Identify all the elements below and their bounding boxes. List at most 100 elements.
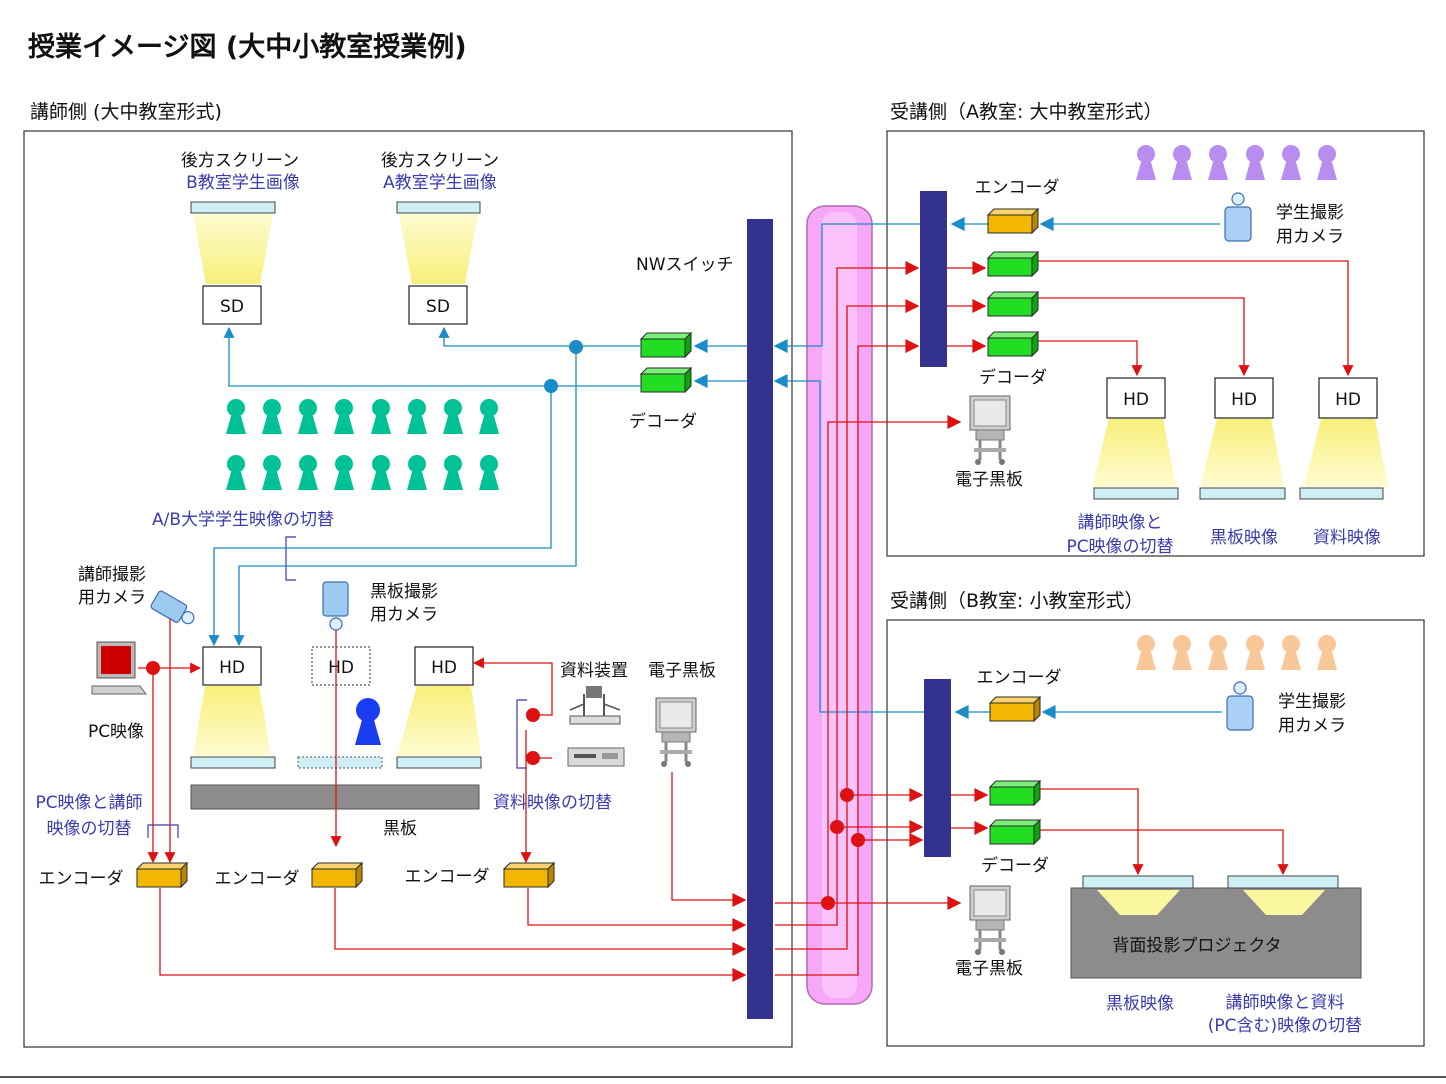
room-b-camera-label-2: 用カメラ bbox=[1278, 716, 1346, 736]
hd-projector-docs: HD bbox=[396, 646, 482, 769]
video-deck-icon bbox=[567, 747, 625, 767]
room-b-switch bbox=[924, 679, 951, 857]
svg-text:HD: HD bbox=[1335, 390, 1361, 410]
svg-text:HD: HD bbox=[1123, 390, 1149, 410]
rear-screen-a-sub: A教室学生画像 bbox=[383, 173, 497, 193]
room-a-caption-1a: 講師映像と bbox=[1078, 513, 1163, 533]
room-a-projector-3: HD bbox=[1299, 377, 1388, 500]
decoder-left-1 bbox=[640, 332, 692, 358]
rear-screen-b-sub: B教室学生画像 bbox=[186, 173, 300, 193]
blue-video-lines-rooms bbox=[773, 217, 1222, 719]
rear-projector-cabinet bbox=[1070, 875, 1362, 979]
pc-lecturer-bracket bbox=[147, 824, 179, 838]
rear-screen-b-title: 後方スクリーン bbox=[181, 151, 299, 171]
room-b-caption-2a: 講師映像と資料 bbox=[1226, 993, 1345, 1013]
nw-switch bbox=[747, 219, 773, 1019]
room-a-projector-1: HD bbox=[1092, 377, 1179, 500]
room-a-caption-2: 黒板映像 bbox=[1210, 528, 1278, 548]
svg-text:SD: SD bbox=[220, 297, 244, 317]
pc-lecturer-switch-label-2: 映像の切替 bbox=[47, 819, 132, 839]
eboard-left-label: 電子黒板 bbox=[648, 661, 716, 681]
room-a-frame bbox=[886, 130, 1425, 557]
room-b-caption-2b: (PC含む)映像の切替 bbox=[1208, 1016, 1362, 1036]
room-b-decoder-label: デコーダ bbox=[981, 855, 1049, 876]
room-a-heading: 受講側（A教室: 大中教室形式） bbox=[890, 101, 1162, 123]
lecturer-figure bbox=[355, 698, 381, 745]
encoder-left-1-label: エンコーダ bbox=[39, 869, 124, 889]
hd-projector-board: HD bbox=[297, 646, 383, 769]
room-b-decoder-1 bbox=[989, 780, 1041, 806]
doc-switch-bracket bbox=[516, 699, 527, 769]
instructor-side-heading: 講師側 (大中教室形式) bbox=[30, 101, 222, 123]
lecturer-camera-label-1: 講師撮影 bbox=[78, 565, 146, 585]
svg-text:HD: HD bbox=[219, 658, 245, 678]
room-a-decoder-1 bbox=[987, 251, 1039, 277]
room-a-encoder-label: エンコーダ bbox=[975, 178, 1060, 198]
red-video-lines-rooms bbox=[775, 260, 1354, 976]
hd-projector-lecturer: HD bbox=[190, 646, 276, 769]
encoder-left-2 bbox=[311, 862, 363, 888]
room-a-eboard-icon bbox=[968, 394, 1012, 467]
room-b-frame bbox=[886, 619, 1425, 1047]
room-a-decoder-3 bbox=[987, 331, 1039, 357]
svg-text:HD: HD bbox=[1231, 390, 1257, 410]
svg-text:HD: HD bbox=[328, 658, 354, 678]
students-room-a bbox=[1136, 145, 1337, 180]
rear-screen-a-title: 後方スクリーン bbox=[381, 151, 499, 171]
room-b-heading: 受講側（B教室: 小教室形式） bbox=[890, 590, 1143, 612]
room-b-camera-label-1: 学生撮影 bbox=[1278, 692, 1346, 712]
instructor-side-frame bbox=[23, 130, 793, 1048]
sd-display-b bbox=[202, 285, 262, 325]
lecturer-camera-label-2: 用カメラ bbox=[78, 588, 146, 608]
rear-projector-label: 背面投影プロジェクタ bbox=[1112, 936, 1281, 956]
room-b-student-camera bbox=[1226, 681, 1254, 731]
blackboard bbox=[190, 784, 480, 810]
doc-switch-label: 資料映像の切替 bbox=[493, 793, 612, 813]
svg-text:SD: SD bbox=[426, 297, 450, 317]
room-b-decoder-2 bbox=[989, 819, 1041, 845]
pc-monitor-icon bbox=[91, 641, 147, 695]
room-a-encoder bbox=[987, 208, 1039, 234]
students-room-b bbox=[1136, 635, 1337, 670]
encoder-left-1 bbox=[136, 862, 188, 888]
room-a-switch bbox=[920, 191, 947, 367]
sd-display-a bbox=[408, 285, 468, 325]
room-b-encoder bbox=[989, 696, 1041, 722]
room-b-eboard-label: 電子黒板 bbox=[955, 959, 1023, 979]
nw-switch-label: NWスイッチ bbox=[636, 255, 734, 275]
room-a-camera-label-2: 用カメラ bbox=[1276, 227, 1344, 247]
document-camera-icon bbox=[569, 686, 621, 725]
ab-switch-bracket bbox=[285, 536, 296, 581]
room-a-decoder-label: デコーダ bbox=[979, 367, 1047, 388]
blackboard-label: 黒板 bbox=[383, 819, 417, 839]
room-b-eboard-icon bbox=[968, 884, 1012, 957]
encoder-left-3 bbox=[503, 862, 555, 888]
doc-device-label: 資料装置 bbox=[560, 661, 628, 681]
decoder-left-2 bbox=[640, 367, 692, 393]
room-b-encoder-label: エンコーダ bbox=[977, 668, 1062, 688]
pc-video-label: PC映像 bbox=[88, 722, 144, 742]
room-b-caption-1: 黒板映像 bbox=[1106, 994, 1174, 1014]
encoder-left-2-label: エンコーダ bbox=[215, 869, 300, 889]
rear-screen-b: 後方スクリーン B教室学生画像 SD bbox=[181, 151, 300, 325]
students-lecture-hall bbox=[226, 399, 499, 490]
rear-screen-a: 後方スクリーン A教室学生画像 SD bbox=[381, 151, 499, 325]
room-a-caption-1b: PC映像の切替 bbox=[1066, 537, 1173, 557]
room-a-eboard-label: 電子黒板 bbox=[955, 470, 1023, 490]
board-camera bbox=[322, 581, 349, 631]
page-title: 授業イメージ図 (大中小教室授業例) bbox=[28, 31, 467, 63]
eboard-left-icon bbox=[654, 696, 698, 769]
board-camera-label-2: 用カメラ bbox=[370, 605, 438, 625]
encoder-left-3-label: エンコーダ bbox=[405, 867, 490, 887]
pc-lecturer-switch-label-1: PC映像と講師 bbox=[35, 793, 142, 813]
room-a-student-camera bbox=[1224, 192, 1252, 242]
red-video-lines-left bbox=[138, 618, 747, 982]
room-a-decoder-2 bbox=[987, 291, 1039, 317]
board-camera-label-1: 黒板撮影 bbox=[370, 582, 438, 602]
room-a-camera-label-1: 学生撮影 bbox=[1276, 203, 1344, 223]
ab-switch-label: A/B大学学生映像の切替 bbox=[152, 510, 334, 530]
svg-text:HD: HD bbox=[431, 658, 457, 678]
lecturer-camera bbox=[150, 590, 195, 625]
room-a-projector-2: HD bbox=[1199, 377, 1286, 500]
